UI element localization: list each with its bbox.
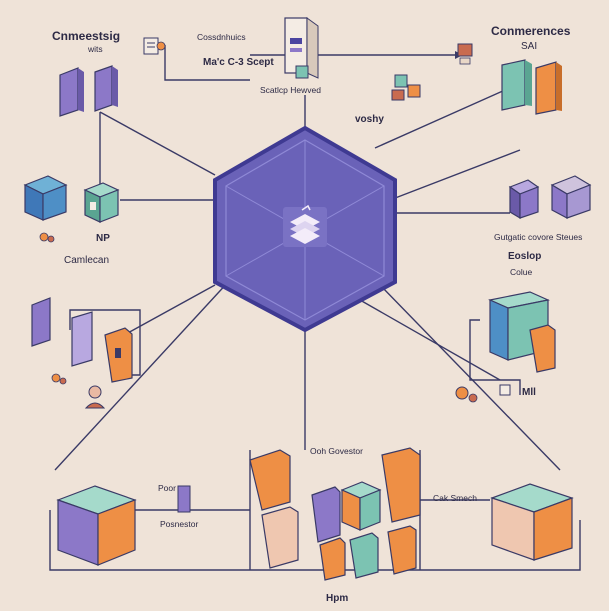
- right-eoslop-label: Eoslop: [508, 251, 542, 262]
- right-server-rack: [488, 291, 556, 373]
- left-camera-label: Camlecan: [64, 255, 110, 266]
- right-purple-cube: [508, 179, 540, 220]
- connector-right-frame: [469, 319, 521, 395]
- central-hub: [213, 125, 397, 333]
- connector-hub-bottom-left: [114, 284, 216, 341]
- stacked-layers-icon: [283, 204, 327, 247]
- top-left-cabinet: [59, 65, 118, 117]
- bottom-left-device: [177, 485, 191, 513]
- left-small-gear-icon: [39, 232, 55, 243]
- upper-mid-label: voshy: [355, 114, 384, 125]
- top-left-subtitle: wits: [88, 44, 103, 54]
- left-lower-cabinets: [31, 297, 133, 383]
- connector-hub-top-right: [374, 89, 506, 149]
- person-icon: [84, 385, 106, 409]
- right-gear-icon: [455, 386, 478, 403]
- left-np-label: NP: [96, 233, 110, 244]
- bottom-caption: Hpm: [326, 593, 349, 604]
- bottom-left-label-b: Posnestor: [160, 519, 199, 529]
- bottom-right-box: [490, 483, 574, 561]
- right-caption-label: Gutgatic covore Steues: [494, 232, 583, 242]
- top-small-cube-1: [295, 65, 309, 79]
- top-right-subtitle: SAI: [521, 41, 538, 52]
- right-mil-label: Mll: [522, 387, 536, 398]
- bottom-center-header-label: Ooh Govestor: [310, 446, 363, 456]
- clipboard-icon: [143, 37, 166, 55]
- connector-hub-bottom-far-left: [54, 279, 231, 471]
- cluster-cubes-icon: [391, 74, 421, 101]
- connector-hub-upper-right: [389, 149, 521, 201]
- right-small-device-icon: [499, 384, 511, 396]
- top-server: [284, 17, 319, 79]
- connector-hub-lower-right: [359, 299, 501, 381]
- left-blue-cube: [23, 175, 68, 221]
- connector-lines: [49, 45, 581, 571]
- connector-bottom-left-frame: [69, 309, 141, 376]
- left-teal-cube: [83, 182, 120, 223]
- top-center-bottom-label: Scatlcp Hewved: [260, 85, 321, 95]
- top-center-mid-label: Ma'c C-3 Scept: [203, 57, 274, 68]
- bottom-left-box: [56, 485, 137, 566]
- bottom-left-label-a: Poor: [158, 483, 176, 493]
- right-colue-label: Colue: [510, 267, 533, 277]
- left-lower-gear-icon: [51, 373, 67, 385]
- bottom-right-label: Cak Smech: [433, 493, 477, 503]
- connector-hub-top-left: [99, 111, 216, 176]
- top-right-title: Conmerences: [491, 24, 571, 38]
- connector-hub-bottom-far-right: [379, 284, 561, 471]
- top-left-title: Cnmeestsig: [52, 29, 121, 43]
- right-grey-cube: [550, 175, 592, 219]
- top-center-label: Cossdnhuics: [197, 32, 246, 42]
- top-right-cabinet: [501, 59, 562, 115]
- connector-bottom-bus: [49, 510, 581, 571]
- bottom-center-stack: [249, 447, 421, 581]
- connector-top-frame: [164, 45, 250, 81]
- right-top-gear-icon: [457, 43, 473, 65]
